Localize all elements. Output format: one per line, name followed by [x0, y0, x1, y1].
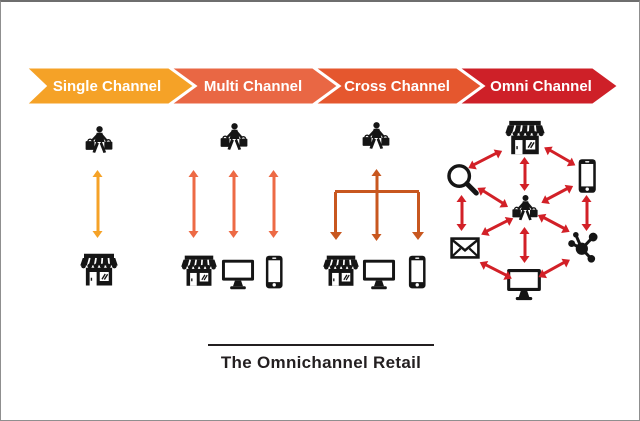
banner-label-omni: Omni Channel	[490, 78, 592, 95]
two-way-arrow	[272, 176, 276, 232]
mobile-icon	[256, 254, 292, 290]
banner-label-cross: Cross Channel	[344, 78, 450, 95]
two-way-arrow	[545, 187, 569, 201]
store-icon	[504, 118, 546, 160]
two-way-arrow	[485, 219, 509, 233]
desktop-icon	[360, 254, 398, 292]
store-icon	[180, 253, 218, 291]
two-way-arrow	[472, 151, 498, 167]
shopper-icon	[359, 121, 393, 155]
banner-single-channel	[21, 65, 198, 107]
two-way-arrow	[460, 201, 464, 225]
two-way-arrow	[232, 176, 236, 232]
banner-label-multi: Multi Channel	[204, 78, 302, 95]
two-way-arrow	[548, 148, 572, 164]
banner-label-single: Single Channel	[53, 78, 161, 95]
down-arrow	[329, 192, 342, 240]
title-underline	[208, 344, 434, 346]
store-icon	[322, 253, 360, 291]
two-way-arrow	[96, 176, 100, 232]
two-way-arrow	[192, 176, 196, 232]
two-way-arrow	[375, 175, 379, 235]
two-way-arrow	[523, 163, 527, 185]
two-way-arrow	[482, 189, 504, 205]
two-way-arrow	[542, 260, 566, 276]
two-way-arrow	[585, 201, 589, 225]
two-way-arrow	[542, 216, 566, 230]
channel-banner-row: Single Channel Multi Channel Cross Chann…	[21, 65, 622, 107]
desktop-icon	[219, 254, 257, 292]
store-icon	[79, 251, 119, 291]
desktop-icon	[504, 263, 544, 303]
two-way-arrow	[523, 233, 527, 257]
email-icon	[449, 232, 481, 264]
diagram-title: The Omnichannel Retail	[220, 353, 422, 372]
mobile-icon	[399, 254, 435, 290]
down-arrow	[412, 192, 424, 240]
shopper-icon	[82, 125, 116, 159]
shopper-icon	[217, 122, 251, 156]
